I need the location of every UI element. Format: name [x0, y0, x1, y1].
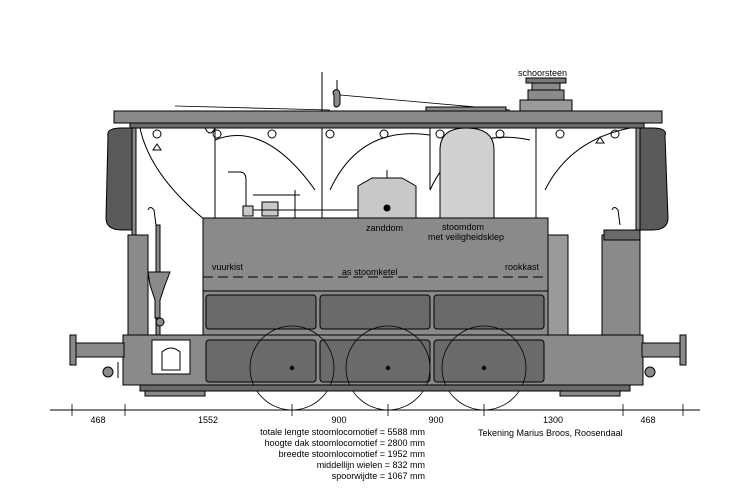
dimension-axle-2-3: 900 — [428, 415, 444, 425]
steam-dome — [439, 127, 495, 219]
label-steam-dome: stoomdom — [442, 222, 485, 232]
smokebox-side — [547, 234, 569, 336]
rear-lamp — [595, 136, 605, 144]
dimension-ticks — [71, 404, 684, 416]
roof-arches — [139, 127, 631, 221]
roof-lower-edge — [129, 122, 645, 129]
sand-dome — [357, 170, 417, 219]
front-step — [144, 390, 206, 397]
dimension-axle-1-2: 900 — [331, 415, 347, 425]
label-safety-valve: met veiligheidsklep — [428, 232, 505, 242]
spec-total-length: totale lengte stoomlocomotief = 5588 mm — [260, 427, 425, 437]
dimension-axle-to-rear: 1300 — [542, 415, 564, 425]
front-buffer — [69, 334, 125, 378]
label-sand-dome: zanddom — [366, 223, 404, 233]
dimension-front-to-axle: 1552 — [197, 415, 219, 425]
control-stand — [147, 224, 171, 336]
chimney — [519, 77, 573, 112]
rear-cab-end — [639, 127, 669, 231]
right-cab-column — [601, 234, 641, 336]
rear-hook — [611, 207, 621, 226]
rear-buffer — [641, 334, 687, 378]
label-chimney: schoorsteen — [518, 68, 568, 78]
label-smokebox: rookkast — [505, 262, 540, 272]
front-hook — [147, 207, 157, 226]
spec-track-gauge: spoorwijdte = 1067 mm — [331, 471, 425, 481]
cab-piping — [228, 171, 358, 218]
label-boiler-axis: as stoomketel — [342, 267, 398, 277]
dimension-rear-overhang: 468 — [640, 415, 656, 425]
whistle — [174, 72, 511, 112]
drawing-credit: Tekening Marius Broos, Roosendaal — [478, 428, 623, 438]
frame-panels — [202, 290, 549, 336]
spec-wheel-diameter: middellijn wielen = 832 mm — [316, 460, 425, 470]
front-lamp — [152, 143, 162, 151]
spec-width: breedte stoomlocomotief = 1952 mm — [278, 449, 425, 459]
spec-roof-height: hoogte dak stoomlocomotief = 2800 mm — [264, 438, 425, 448]
left-cab-column — [127, 234, 149, 336]
right-cab-top — [603, 229, 641, 241]
rear-step — [559, 390, 621, 397]
front-cab-end — [105, 127, 133, 231]
dimension-front-overhang: 468 — [90, 415, 106, 425]
roof — [113, 110, 663, 124]
underframe-bottom — [139, 384, 631, 392]
label-firebox: vuurkist — [212, 262, 244, 272]
boiler-upper — [202, 217, 549, 292]
skirt-panels — [205, 339, 545, 383]
